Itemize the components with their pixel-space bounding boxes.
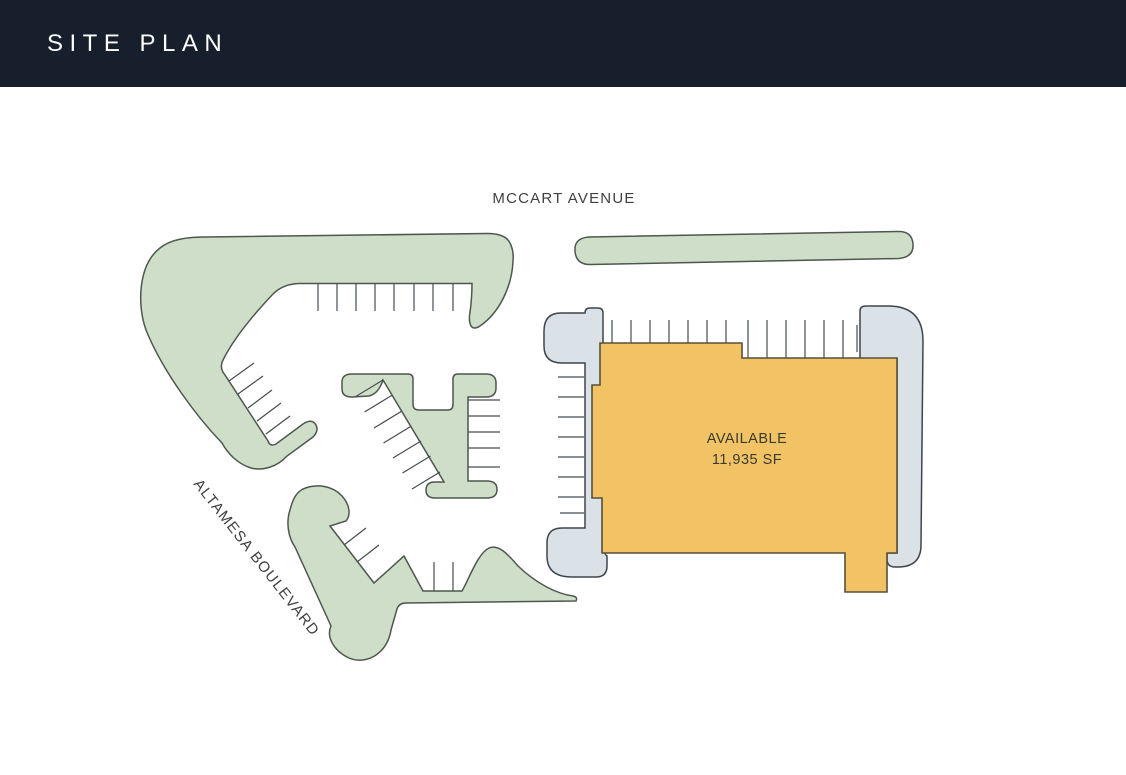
header-bar: SITE PLAN (0, 0, 1126, 87)
street-label-mccart: MCCART AVENUE (492, 190, 635, 207)
site-plan-canvas: MCCART AVENUE ALTAMESA BOULEVARD AVAILAB… (139, 190, 924, 661)
parking-ticks-northwest-diagonal (228, 362, 291, 435)
landscape-median-mccart (574, 230, 914, 266)
parking-ticks (228, 283, 858, 591)
parking-ticks-center-diagonal (354, 379, 441, 490)
landscape-area-southwest (287, 485, 578, 661)
parking-ticks-center-right (468, 399, 500, 468)
pavement-right-wrap (859, 305, 924, 568)
page-title: SITE PLAN (47, 29, 229, 57)
parking-ticks-southwest-arm (433, 562, 454, 591)
parking-ticks-northwest-top (317, 283, 454, 311)
landscape-area-northwest (139, 232, 514, 470)
parking-ticks-southwest-diagonal (343, 527, 380, 563)
suite-area-label: 11,935 SF (712, 452, 782, 468)
available-suite-building[interactable] (591, 342, 898, 593)
site-plan-area: MCCART AVENUE ALTAMESA BOULEVARD AVAILAB… (0, 87, 1126, 775)
landscape-layer (139, 230, 914, 661)
suite-status-label: AVAILABLE (707, 431, 788, 447)
parking-ticks-building-top (611, 320, 858, 358)
landscape-island-center (341, 373, 498, 499)
parking-ticks-left-strip (558, 376, 584, 514)
